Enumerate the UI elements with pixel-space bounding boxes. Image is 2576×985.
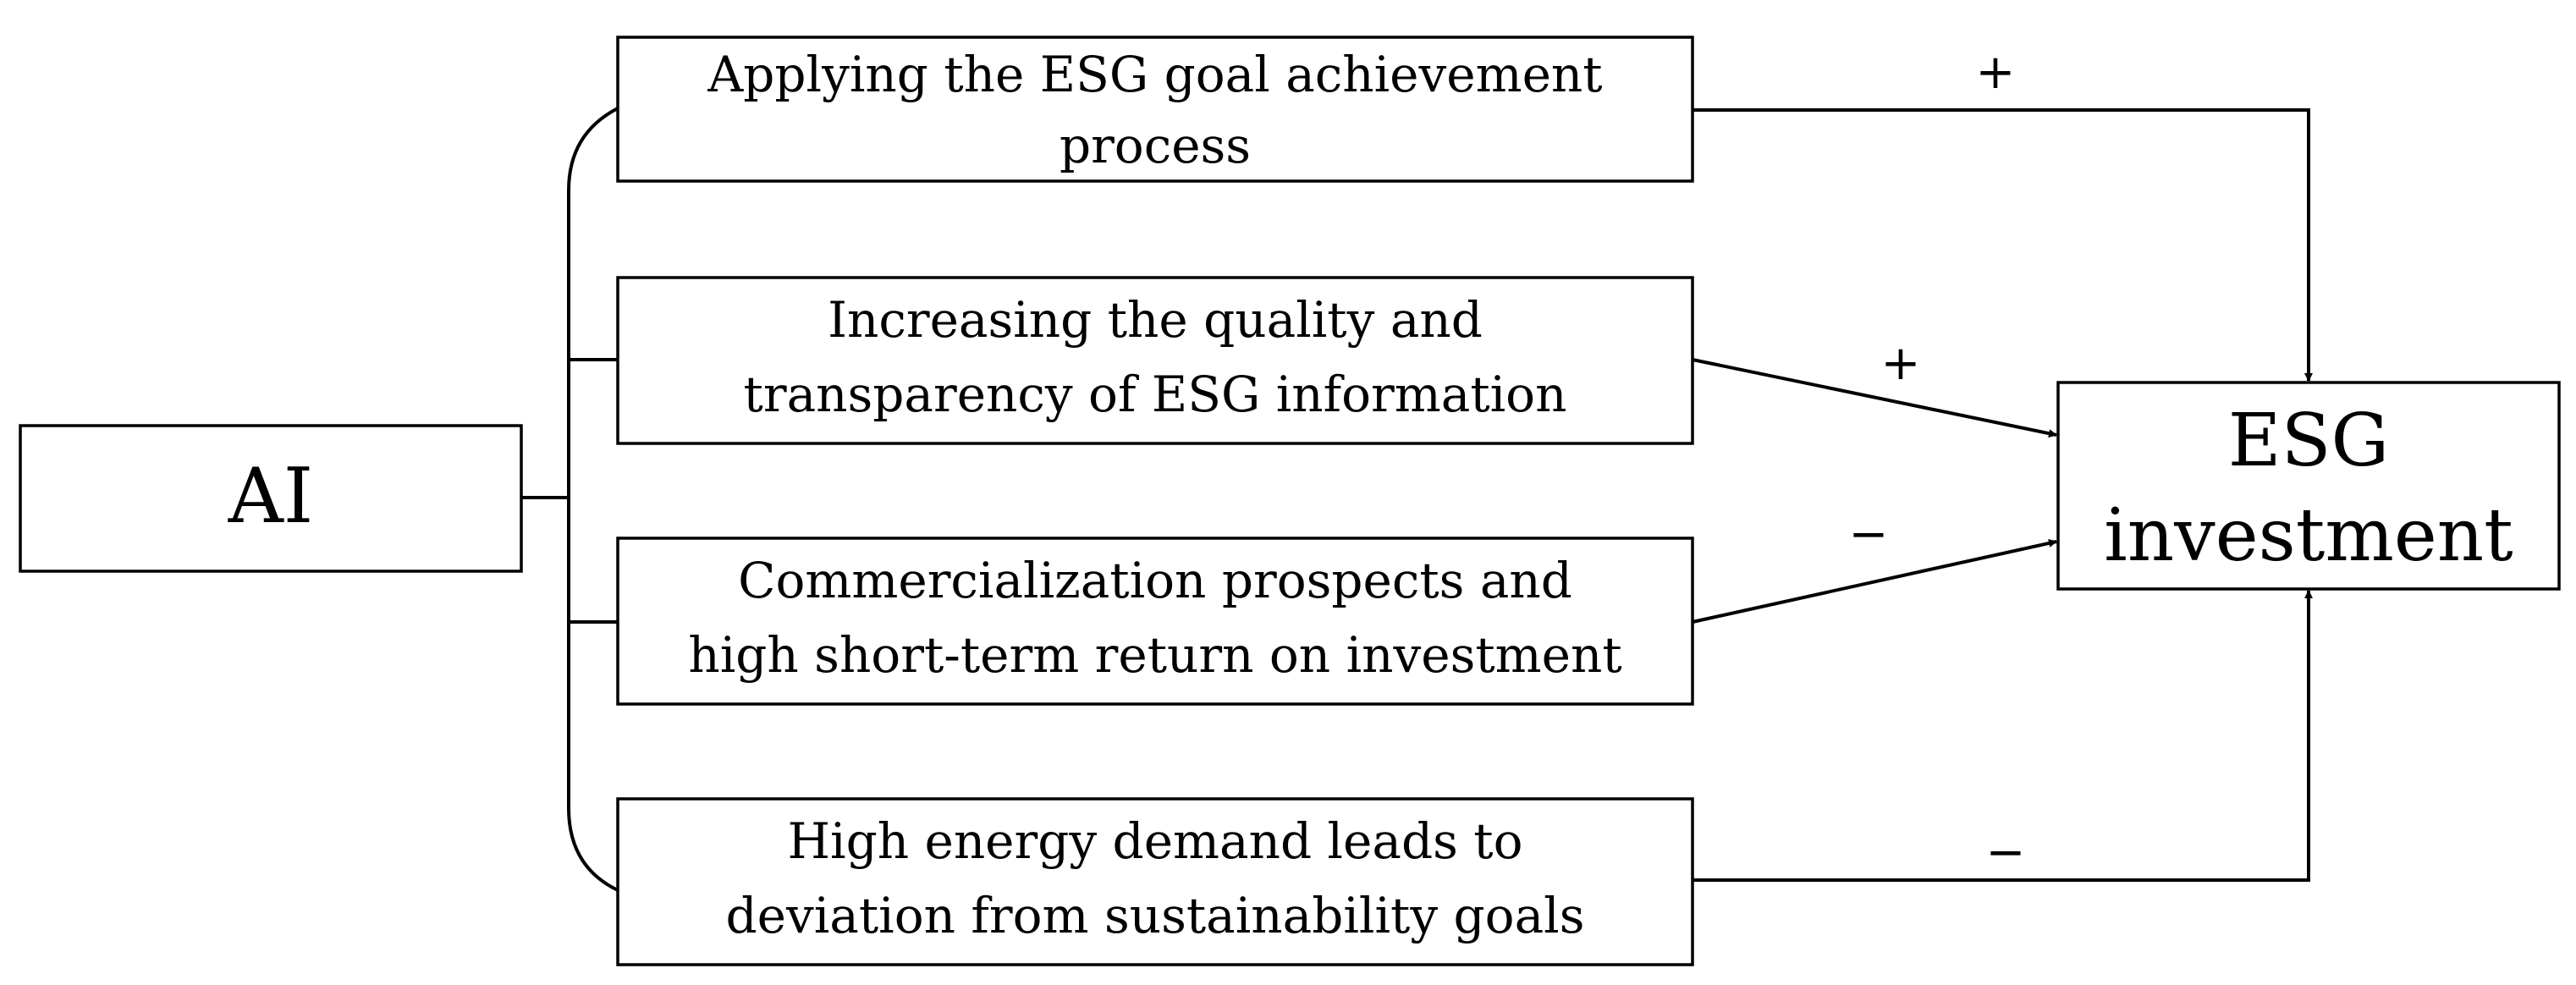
esg-investment-label-line-2: investment bbox=[2104, 493, 2513, 578]
esg-investment-node: ESG investment bbox=[2056, 381, 2561, 591]
mechanism-3-line-2: high short-term return on investment bbox=[688, 626, 1621, 684]
mechanism-4-line-2: deviation from sustainability goals bbox=[726, 887, 1585, 944]
effect-sign-4: − bbox=[1986, 825, 2026, 880]
mechanism-box-esg-goal-process: Applying the ESG goal achievement proces… bbox=[616, 36, 1694, 183]
ai-branch-connector bbox=[521, 107, 619, 892]
mechanism-2-line-1: Increasing the quality and bbox=[828, 291, 1483, 349]
effect-sign-2: + bbox=[1881, 336, 1921, 391]
ai-label: AI bbox=[228, 452, 314, 541]
mechanism-box-commercialization-returns: Commercialization prospects and high sho… bbox=[616, 537, 1694, 706]
effect-arrow-4: − bbox=[1693, 590, 2313, 882]
effect-arrow-3: − bbox=[1692, 507, 2057, 624]
esg-investment-label-line-1: ESG bbox=[2228, 399, 2389, 483]
mechanism-4-line-1: High energy demand leads to bbox=[787, 812, 1522, 870]
mechanism-2-line-2: transparency of ESG information bbox=[744, 366, 1567, 423]
mechanism-1-line-2: process bbox=[1060, 117, 1251, 174]
mechanism-3-line-1: Commercialization prospects and bbox=[738, 552, 1572, 609]
mechanism-box-esg-information-quality: Increasing the quality and transparency … bbox=[616, 276, 1694, 445]
ai-node: AI bbox=[19, 424, 523, 573]
effect-arrow-2: + bbox=[1692, 336, 2057, 438]
effect-sign-3: − bbox=[1849, 507, 1889, 562]
mechanism-1-line-1: Applying the ESG goal achievement bbox=[707, 46, 1602, 103]
effect-arrow-1: + bbox=[1693, 45, 2313, 382]
mechanism-box-energy-demand: High energy demand leads to deviation fr… bbox=[616, 797, 1694, 966]
effect-sign-1: + bbox=[1976, 45, 2016, 100]
